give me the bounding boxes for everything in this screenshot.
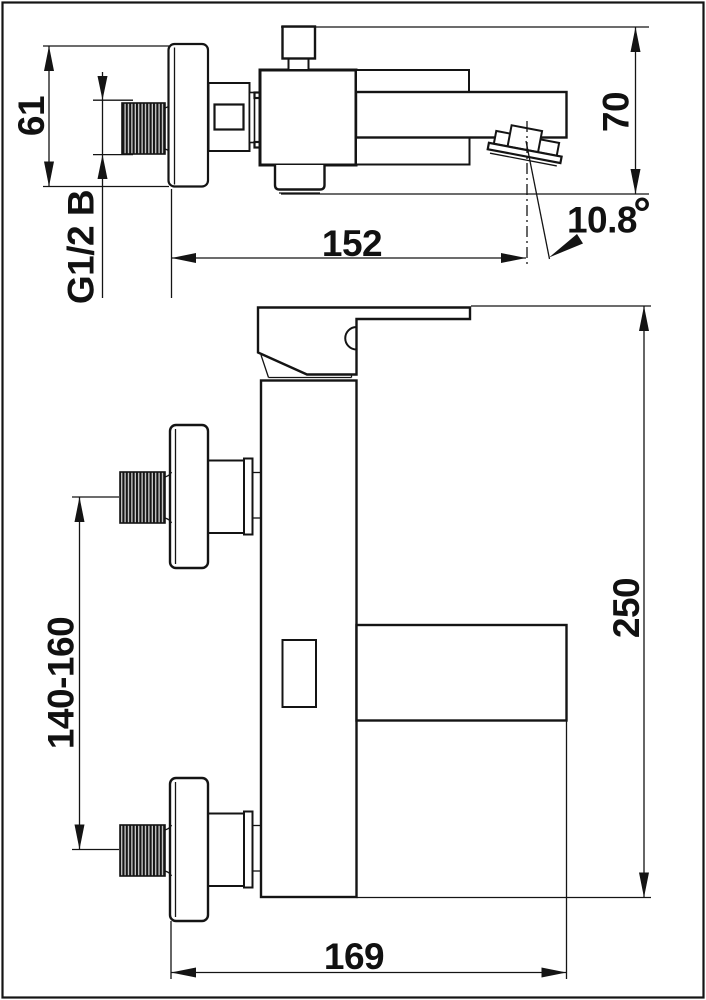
front-body (259, 379, 358, 899)
side-connector (207, 82, 262, 152)
dim-angle-label: 10.8 (567, 200, 637, 241)
side-bottom-outlet (273, 165, 326, 194)
front-handle-lever (256, 306, 472, 379)
dim-flange-height-label: 61 (11, 96, 52, 136)
dim-thread-size: G1/2 B (61, 72, 133, 304)
thread-size-label: G1/2 B (61, 190, 102, 304)
dim-total-height-250: 250 (356, 305, 651, 899)
side-lower-shoulder (355, 136, 471, 166)
side-wall-flange (167, 42, 210, 188)
side-valve-body (258, 68, 358, 167)
dim-total-reach-169: 169 (170, 721, 568, 979)
dim-total-reach-label: 169 (324, 936, 384, 977)
front-spout (355, 623, 568, 722)
front-body-plate (281, 639, 317, 708)
dim-flange-height: 61 (11, 45, 169, 188)
side-view (121, 25, 568, 194)
front-lower-inlet (119, 776, 261, 923)
side-diverter-knob (281, 25, 317, 71)
dim-body-height-70: 70 (281, 26, 649, 195)
dim-total-height-label: 250 (606, 578, 647, 638)
degree-symbol: ° (633, 189, 651, 238)
side-aerator (486, 124, 563, 167)
dim-reach-152: 152 (170, 189, 526, 298)
side-upper-shoulder (355, 69, 470, 93)
front-upper-inlet (119, 423, 261, 570)
side-inlet-thread (121, 102, 173, 155)
dim-reach-label: 152 (322, 223, 382, 264)
dim-body-height-label: 70 (596, 92, 637, 132)
front-view (119, 306, 568, 923)
dim-inlet-spacing: 140-160 (41, 496, 119, 851)
dim-inlet-spacing-label: 140-160 (41, 617, 82, 749)
dim-spout-angle: 10.8 ° (525, 121, 651, 267)
